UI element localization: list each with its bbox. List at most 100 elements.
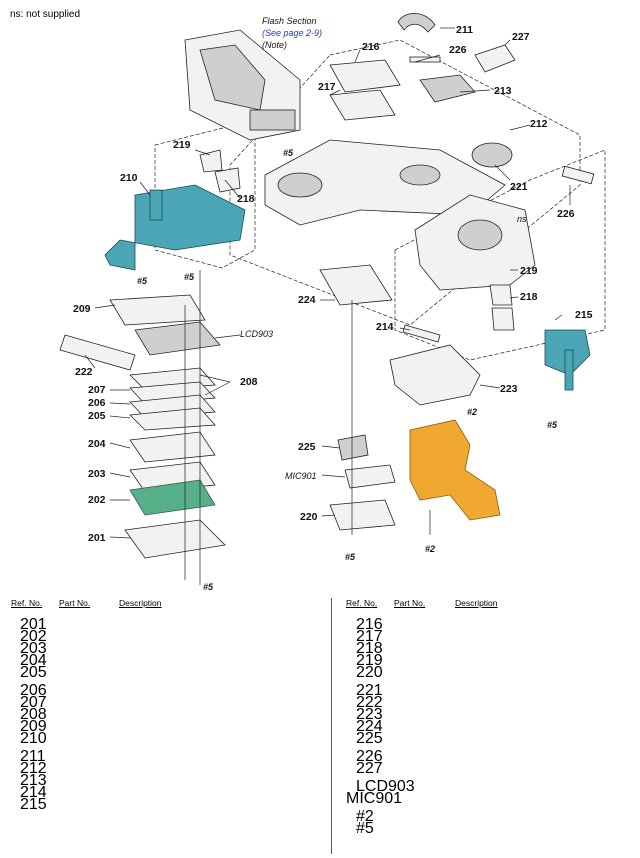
callout-212: 212 — [530, 118, 548, 130]
callout-204: 204 — [88, 438, 106, 450]
part-201 — [124, 519, 226, 559]
callout-209: 209 — [73, 303, 91, 315]
assembly-frame-right — [394, 149, 606, 361]
exploded-parts-diagram: 211 212 213 214 215 216 217 218 218 219 … — [59, 12, 606, 590]
part-219-right — [489, 284, 513, 306]
screw-5-right: #5 — [547, 420, 558, 430]
screw-5-b: #5 — [184, 272, 195, 282]
ref-row: 215 — [20, 796, 47, 813]
part-215-block — [544, 329, 591, 391]
callout-222: 222 — [75, 366, 93, 378]
ref-row: #5 — [356, 820, 374, 837]
ref-row: 218 — [356, 640, 383, 657]
part-217 — [329, 89, 396, 121]
ref-row: 224 — [356, 718, 383, 735]
callout-205: 205 — [88, 410, 106, 422]
ref-row: 216 — [356, 616, 383, 633]
callout-225: 225 — [298, 441, 316, 453]
part-204 — [129, 431, 216, 463]
callout-202: 202 — [88, 494, 106, 506]
ref-row: LCD903 — [356, 778, 415, 795]
callout-lcd903: LCD903 — [240, 329, 273, 339]
callout-208: 208 — [240, 376, 258, 388]
ref-row: 209 — [20, 718, 47, 735]
screw-5-a: #5 — [137, 276, 148, 286]
ref-row: 220 — [356, 664, 383, 681]
flash-section-part — [184, 29, 301, 141]
ref-row: 221 — [356, 682, 383, 699]
part-210-block — [104, 184, 246, 271]
part-219-left — [199, 149, 223, 173]
ref-row: 210 — [20, 730, 47, 747]
callout-ns: ns — [517, 214, 527, 224]
ref-row: 226 — [356, 748, 383, 765]
ref-row: MIC901 — [346, 790, 403, 807]
ref-row: 223 — [356, 706, 383, 723]
part-227 — [474, 44, 516, 73]
ref-row: 222 — [356, 694, 383, 711]
ref-row: 211 — [20, 748, 46, 765]
ref-row: 205 — [20, 664, 47, 681]
ref-row: 206 — [20, 682, 47, 699]
ref-row: 201 — [20, 616, 47, 633]
part-202 — [129, 479, 216, 516]
ref-row: 227 — [356, 760, 383, 777]
col-ref-no-right: Ref. No. — [346, 598, 378, 608]
screw-2-flex: #2 — [425, 544, 435, 554]
screw-5-bottom: #5 — [203, 582, 214, 590]
callout-223: 223 — [500, 383, 518, 395]
col-part-no-right: Part No. — [394, 598, 426, 608]
callout-226-right: 226 — [557, 208, 575, 220]
leader-lines — [84, 27, 571, 585]
ref-row: 202 — [20, 628, 47, 645]
callout-206: 206 — [88, 397, 106, 409]
part-225 — [337, 434, 369, 461]
callout-211: 211 — [456, 24, 473, 36]
callout-labels: 211 212 213 214 215 216 217 218 218 219 … — [73, 16, 593, 590]
ref-row: 217 — [356, 628, 383, 645]
flash-section-note: (Note) — [262, 40, 287, 50]
part-224 — [319, 264, 393, 306]
part-lcd903 — [134, 321, 221, 356]
callout-218-left: 218 — [237, 193, 255, 205]
part-205 — [129, 407, 216, 431]
callout-219-left: 219 — [173, 139, 191, 151]
part-211 — [397, 12, 436, 33]
ref-row: 214 — [20, 784, 47, 801]
callout-219-right: 219 — [520, 265, 538, 277]
part-223 — [389, 344, 481, 406]
ref-row: 219 — [356, 652, 383, 669]
callout-216: 216 — [362, 41, 380, 53]
part-220 — [329, 499, 396, 531]
callout-217: 217 — [318, 81, 336, 93]
ref-row: 204 — [20, 652, 47, 669]
col-description-right: Description — [455, 598, 498, 608]
callout-227: 227 — [512, 31, 530, 43]
flash-section-page-link: (See page 2-9) — [262, 28, 322, 38]
callout-215: 215 — [575, 309, 593, 321]
ref-row: 213 — [20, 772, 47, 789]
flex-circuit-part — [409, 419, 501, 521]
part-226-right — [561, 165, 595, 185]
part-216 — [329, 59, 401, 93]
col-part-no: Part No. — [59, 598, 91, 608]
ref-row: #2 — [356, 808, 374, 825]
callout-201: 201 — [88, 532, 106, 544]
main-body-part — [414, 194, 536, 291]
col-ref-no: Ref. No. — [11, 598, 43, 608]
callout-220: 220 — [300, 511, 318, 523]
callout-226-top: 226 — [449, 44, 467, 56]
callout-218-right: 218 — [520, 291, 538, 303]
part-mic901 — [344, 464, 396, 489]
dial-ring-part — [471, 142, 513, 168]
ref-row: 225 — [356, 730, 383, 747]
callout-203: 203 — [88, 468, 106, 480]
part-214 — [402, 324, 441, 343]
part-213 — [419, 74, 476, 103]
part-209 — [109, 294, 206, 326]
part-218-left — [214, 167, 241, 193]
callout-213: 213 — [494, 85, 512, 97]
col-description: Description — [119, 598, 162, 608]
callout-221: 221 — [510, 181, 528, 193]
column-divider — [331, 598, 332, 854]
